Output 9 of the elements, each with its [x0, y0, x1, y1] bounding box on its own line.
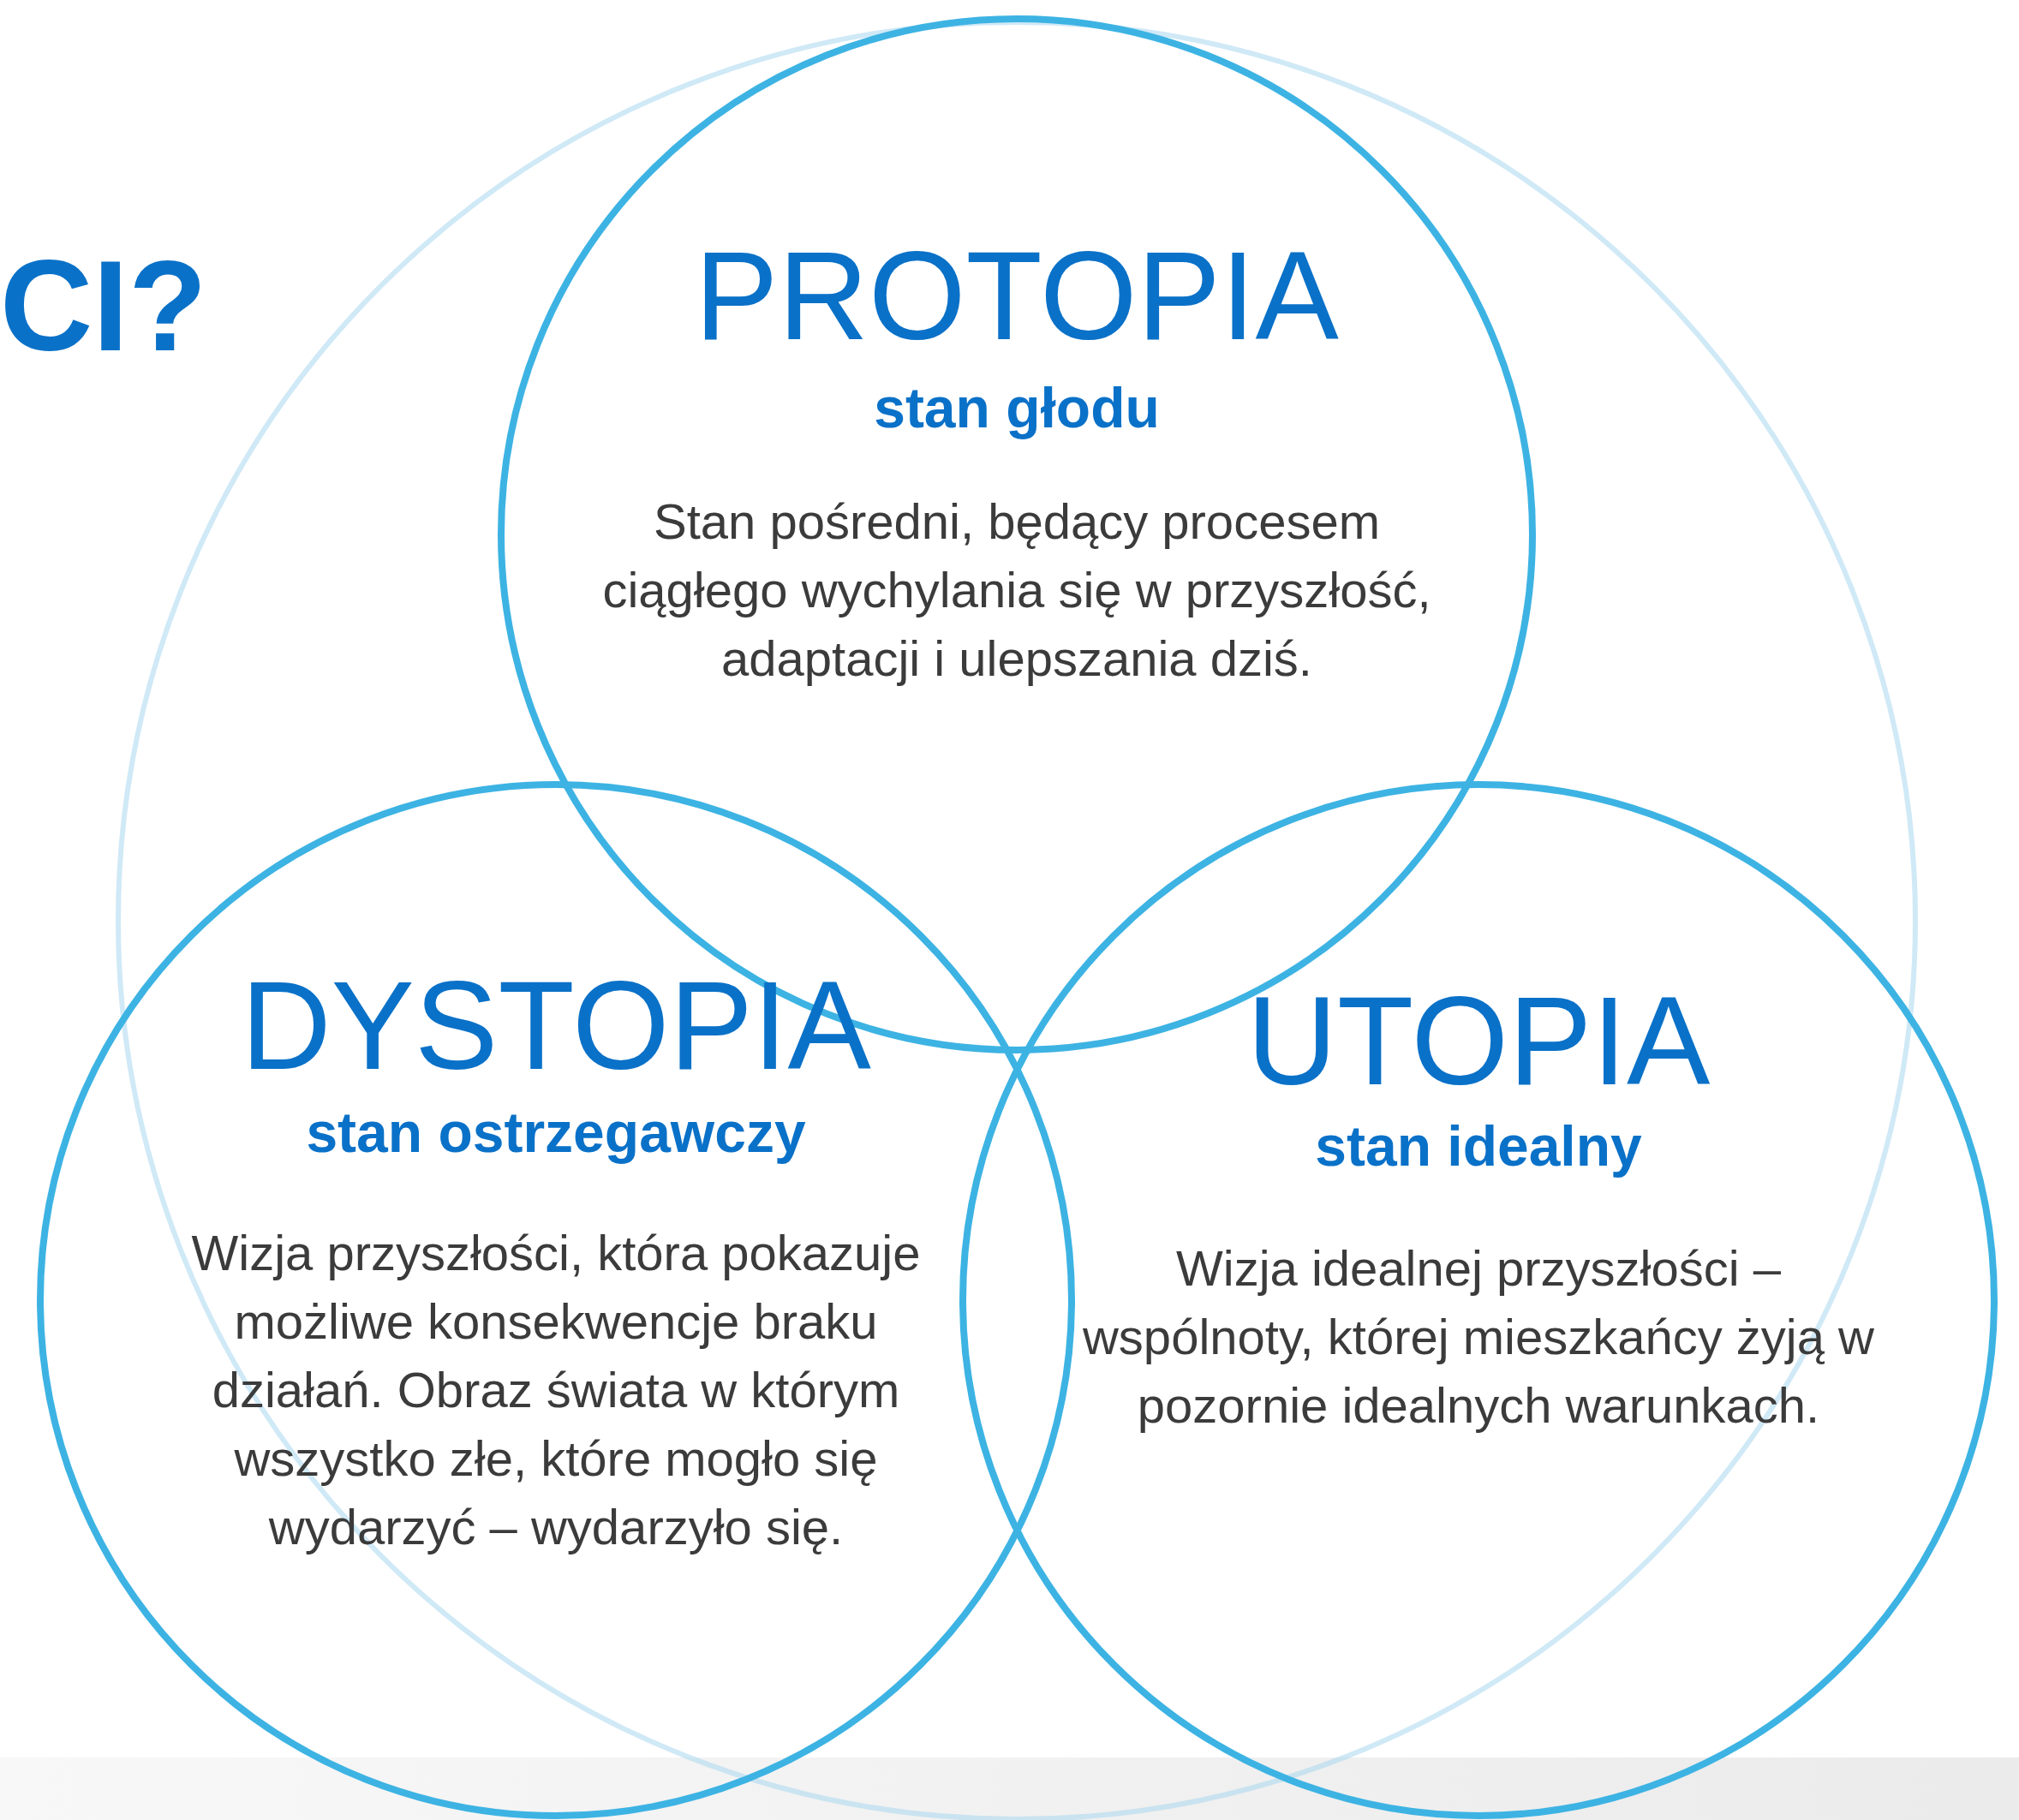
description: Stan pośredni, będący procesem ciągłego wychylania się w przyszłość, adaptacji i ulepszania dziś.: [601, 492, 1432, 689]
venn-circle: [959, 781, 1998, 1819]
heading: DYSTOPIA: [241, 964, 871, 1089]
heading: PROTOPIA: [695, 234, 1339, 359]
description: Wizja przyszłości, która pokazuje możliwe konsekwencje braku działań. Obraz świata w którym wszystko złe, które mogło się wydarzyć – wydarzyło się.: [190, 1224, 922, 1557]
venn-circle: [37, 781, 1075, 1819]
heading: UTOPIA: [1246, 979, 1711, 1104]
description: Wizja idealnej przyszłości – wspólnoty, której mieszkańcy żyją w pozornie idealnych warunkach.: [1082, 1239, 1875, 1435]
heading-fragment: CI?: [0, 242, 207, 370]
